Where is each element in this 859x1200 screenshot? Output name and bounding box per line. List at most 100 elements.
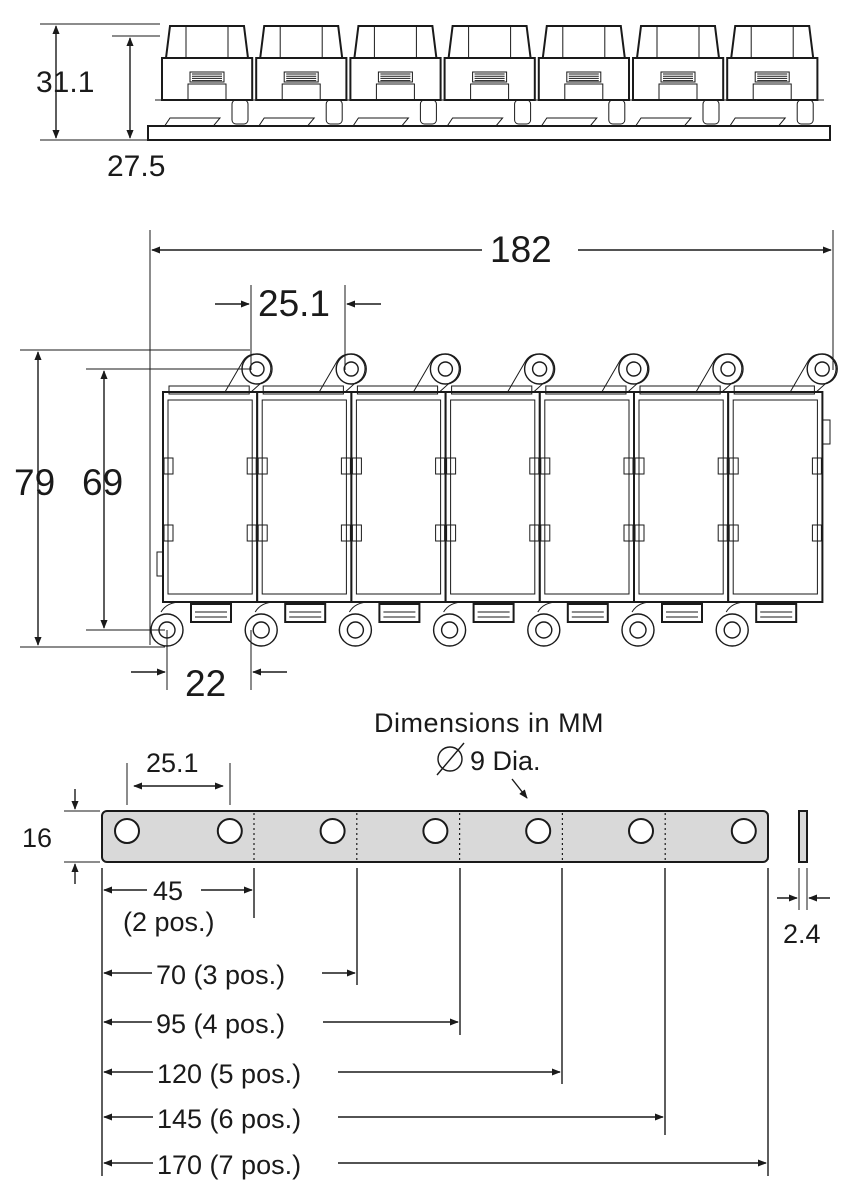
units-note: Dimensions in MM	[374, 708, 604, 738]
length-3pos-label: 70 (3 pos.)	[156, 960, 285, 990]
length-6pos-label: 145 (6 pos.)	[157, 1104, 301, 1134]
side-module-cap	[353, 25, 438, 59]
module-cover	[261, 399, 347, 595]
latch-left	[540, 457, 551, 475]
busbar-hole	[730, 818, 757, 844]
mounting-hole-bottom	[252, 621, 270, 639]
length-4pos-label: 95 (4 pos.)	[156, 1009, 285, 1039]
mounting-ear-top	[507, 353, 554, 393]
latch-right	[246, 524, 257, 542]
busbar-pitch-label: 25.1	[146, 748, 199, 778]
side-module-spring	[377, 71, 413, 83]
mounting-ear-top-outer	[618, 353, 650, 385]
module-housing	[727, 391, 824, 603]
side-module-4	[443, 25, 536, 131]
mounting-ear-bottom-edge	[631, 601, 653, 613]
side-module-spring	[660, 71, 696, 83]
latch-right	[246, 457, 257, 475]
busbar-hole	[114, 818, 140, 844]
mounting-ear-bottom-edge	[537, 601, 558, 613]
length-2pos-value: 45	[153, 876, 183, 906]
side-module-foot	[514, 99, 532, 125]
latch-left	[351, 524, 362, 542]
length-2pos-note: (2 pos.)	[123, 907, 215, 937]
mounting-ear-top	[412, 353, 460, 393]
side-module-foot	[419, 99, 437, 125]
side-view: 31.1 27.5	[36, 23, 831, 183]
module-top-rim	[545, 385, 627, 395]
module-cover	[544, 399, 630, 595]
module-cover	[167, 399, 253, 595]
module-top-rim	[733, 385, 815, 395]
mounting-hole-top	[626, 361, 642, 377]
side-module-body	[443, 57, 536, 101]
side-view-modules	[161, 25, 819, 131]
module-housing	[538, 391, 635, 603]
terminal-clip	[755, 603, 798, 623]
side-module-cap	[165, 25, 249, 59]
terminal-clip	[378, 603, 421, 623]
side-module-7	[726, 25, 819, 131]
side-module-cap	[730, 25, 815, 59]
top-pitch-label: 25.1	[258, 283, 330, 324]
busbar-hole	[628, 818, 654, 844]
overall-length-label: 182	[490, 229, 552, 270]
side-view-base-rail	[147, 125, 831, 141]
busbar-hole	[525, 818, 552, 844]
mounting-ear-top	[318, 353, 366, 393]
latch-left	[540, 524, 551, 542]
latch-right	[435, 524, 446, 542]
mounting-ear-bottom-edge	[725, 601, 747, 613]
end-tab-right	[821, 419, 831, 445]
module-cover	[638, 399, 724, 595]
mounting-hole-top	[437, 361, 454, 377]
mounting-hole-top	[531, 361, 548, 377]
terminal-clip	[566, 603, 609, 623]
side-module-body	[726, 57, 819, 101]
side-module-5	[537, 25, 630, 131]
mounting-ear-top	[224, 353, 272, 393]
module-housing	[162, 391, 259, 603]
latch-left	[728, 524, 739, 542]
latch-left	[163, 524, 174, 542]
side-module-body	[161, 57, 254, 101]
module-cover	[732, 399, 818, 595]
mounting-hole-top	[720, 361, 736, 377]
height-holes-label: 69	[82, 462, 123, 503]
mounting-hole-bottom	[535, 621, 553, 639]
side-module-cap	[636, 25, 720, 59]
module-3	[338, 353, 462, 647]
hole-diameter-note: 9 Dia.	[470, 746, 541, 776]
module-top-rim	[356, 385, 439, 395]
module-housing	[444, 391, 541, 603]
latch-right	[811, 524, 822, 542]
module-6	[621, 353, 744, 647]
mounting-ear-top	[695, 353, 743, 393]
module-7	[715, 353, 838, 647]
latch-right	[340, 457, 351, 475]
side-module-2	[255, 25, 348, 131]
module-cover	[355, 399, 442, 595]
mounting-ear-top-outer	[429, 353, 462, 385]
mounting-ear-top-outer	[806, 353, 838, 385]
side-module-foot	[702, 99, 720, 125]
busbar-view: Dimensions in MM 9 Dia. 2.4 16 25.1	[22, 708, 830, 1180]
mounting-hole-top	[249, 361, 265, 377]
latch-right	[811, 457, 822, 475]
mounting-ear-bottom-outer	[432, 613, 467, 647]
module-5	[527, 353, 650, 647]
length-5pos-label: 120 (5 pos.)	[157, 1059, 301, 1089]
side-module-body	[537, 57, 630, 101]
side-module-cap	[541, 25, 626, 59]
latch-left	[728, 457, 739, 475]
side-module-spring	[189, 71, 225, 83]
side-module-spring	[283, 71, 319, 83]
mounting-ear-bottom-edge	[443, 601, 464, 613]
side-module-foot	[325, 99, 343, 125]
terminal-clip	[472, 603, 515, 623]
busbar-hole	[422, 818, 449, 844]
terminal-clip	[284, 603, 327, 623]
mounting-ear-top-outer	[335, 353, 367, 385]
module-top-rim	[262, 385, 344, 395]
